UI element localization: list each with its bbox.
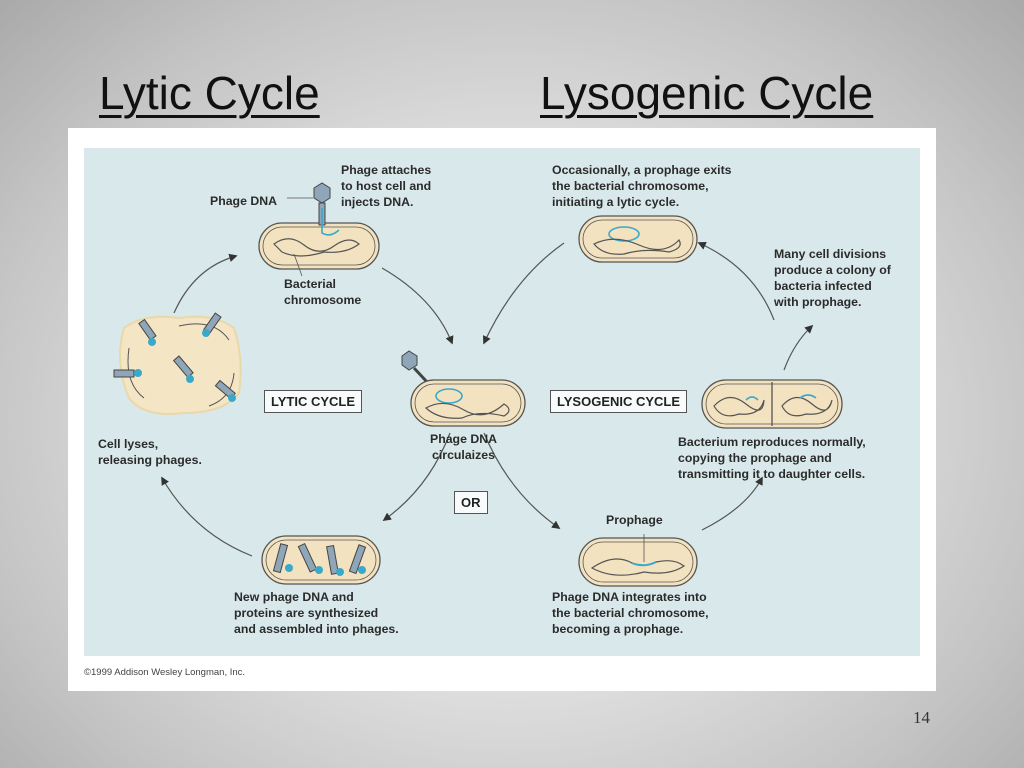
diagram-panel: Phage DNA Phage attaches to host cell an…	[84, 148, 920, 656]
page-number: 14	[913, 708, 930, 727]
label-many-divisions: Many cell divisions produce a colony of …	[774, 247, 891, 309]
prophage-exit-cell	[578, 215, 698, 263]
circularize-cell	[401, 350, 526, 427]
lytic-cycle-box: LYTIC CYCLE	[264, 390, 363, 413]
arrow-lyses-to-attach	[173, 253, 238, 314]
arrow-synthesize-to-lyses	[161, 476, 253, 557]
label-prophage: Prophage	[606, 513, 663, 527]
lysogenic-cycle-box: LYSOGENIC CYCLE	[550, 390, 688, 413]
dividing-cell	[701, 379, 843, 429]
arrow-colony-to-prophage-exit	[697, 241, 775, 321]
copyright-text: ©1999 Addison Wesley Longman, Inc.	[84, 667, 246, 678]
label-new-phage-dna: New phage DNA and proteins are synthesiz…	[234, 590, 399, 636]
label-phage-attaches: Phage attaches to host cell and injects …	[341, 163, 432, 209]
label-phage-dna-circularizes: Phage DNA circulaizes	[430, 432, 497, 462]
lytic-cycle-title: Lytic Cycle	[99, 67, 320, 119]
phage-cycle-diagram	[113, 182, 843, 587]
arrow-integrate-to-reproduce	[701, 476, 763, 531]
arrow-circularize-to-integrate	[483, 432, 561, 529]
or-box: OR	[454, 491, 488, 514]
label-bacterium-reproduces: Bacterium reproduces normally, copying t…	[678, 435, 866, 481]
label-occasionally: Occasionally, a prophage exits the bacte…	[552, 163, 732, 209]
label-phage-dna: Phage DNA	[210, 194, 277, 208]
phage-attach-cell	[258, 182, 380, 277]
arrow-prophage-exit-to-circularize	[483, 242, 565, 345]
arrow-reproduce-to-colony	[783, 324, 814, 371]
label-phage-integrates: Phage DNA integrates into the bacterial …	[552, 590, 709, 636]
lysed-cell	[113, 312, 242, 415]
label-bacterial-chromosome: Bacterial chromosome	[284, 277, 362, 307]
arrow-circularize-to-synthesize	[382, 432, 451, 521]
figure-frame: Phage DNA Phage attaches to host cell an…	[68, 128, 936, 691]
assembly-cell	[261, 535, 381, 585]
lysogenic-cycle-title: Lysogenic Cycle	[540, 67, 874, 119]
arrow-attach-to-circularize	[381, 267, 454, 345]
integrated-cell	[578, 534, 698, 587]
label-cell-lyses: Cell lyses, releasing phages.	[98, 437, 202, 467]
